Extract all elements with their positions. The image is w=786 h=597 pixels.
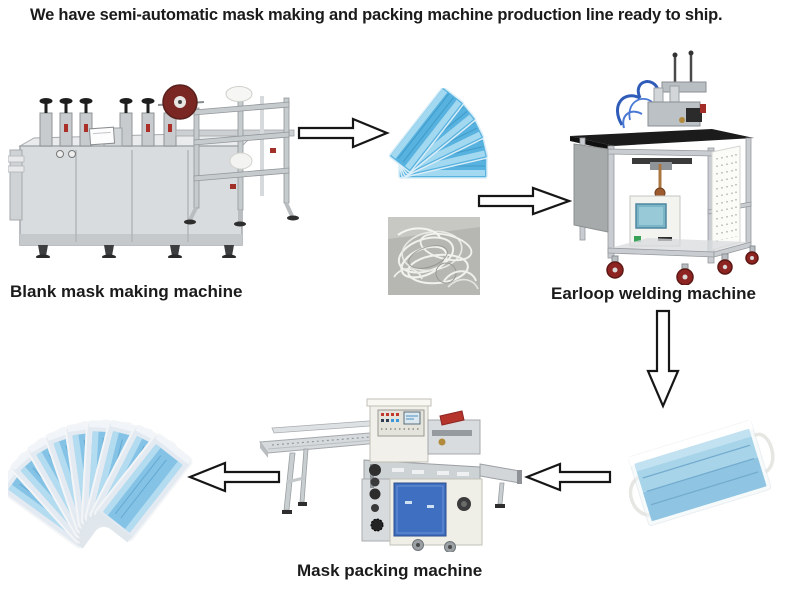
infeed-conveyor <box>259 419 391 514</box>
mask-stack-photo <box>383 88 495 196</box>
top-rods <box>661 50 707 93</box>
flow-arrow-right-2-icon <box>477 185 572 217</box>
blue-door <box>393 482 447 537</box>
packed-masks-photo <box>8 414 194 552</box>
vent-slots <box>392 468 469 476</box>
top-plate <box>570 129 754 146</box>
maroon-spool <box>157 84 205 120</box>
machine-feet <box>36 245 236 258</box>
flow-arrow-down-icon <box>645 309 681 409</box>
lower-left-section <box>361 478 393 542</box>
flow-arrow-left-2-icon <box>187 460 281 493</box>
stage-label-mask-packing-machine: Mask packing machine <box>297 561 483 580</box>
inner-mechanism <box>632 158 692 199</box>
mask-packing-machine-photo <box>242 382 527 552</box>
perforated-panel <box>711 145 741 251</box>
film-rollers <box>369 464 381 488</box>
flow-arrow-left-1-icon <box>524 461 612 493</box>
stage-label-blank-mask-machine: Blank mask making machine <box>10 282 243 301</box>
page-title: We have semi-automatic mask making and p… <box>30 6 723 24</box>
red-casters <box>606 245 759 285</box>
material-rack <box>184 91 299 227</box>
earloop-cords-photo <box>388 217 480 295</box>
welding-head <box>647 85 706 127</box>
right-earloop <box>753 432 775 474</box>
control-box <box>629 195 681 247</box>
fabric-rolls <box>225 86 253 170</box>
blank-mask-making-machine-photo <box>8 58 300 258</box>
stage-label-earloop-welding-machine: Earloop welding machine <box>551 284 756 303</box>
machine-body <box>8 131 258 246</box>
control-screen <box>88 126 116 146</box>
single-mask-photo <box>612 414 782 534</box>
outfeed-conveyor <box>479 463 522 508</box>
earloop-welding-machine-photo <box>562 50 762 285</box>
side-panel <box>573 143 609 233</box>
flow-arrow-right-1-icon <box>297 116 390 150</box>
bottom-shelf <box>607 238 752 258</box>
machine-wheels <box>412 539 456 552</box>
tower <box>366 398 432 463</box>
sealing-head <box>427 410 481 455</box>
